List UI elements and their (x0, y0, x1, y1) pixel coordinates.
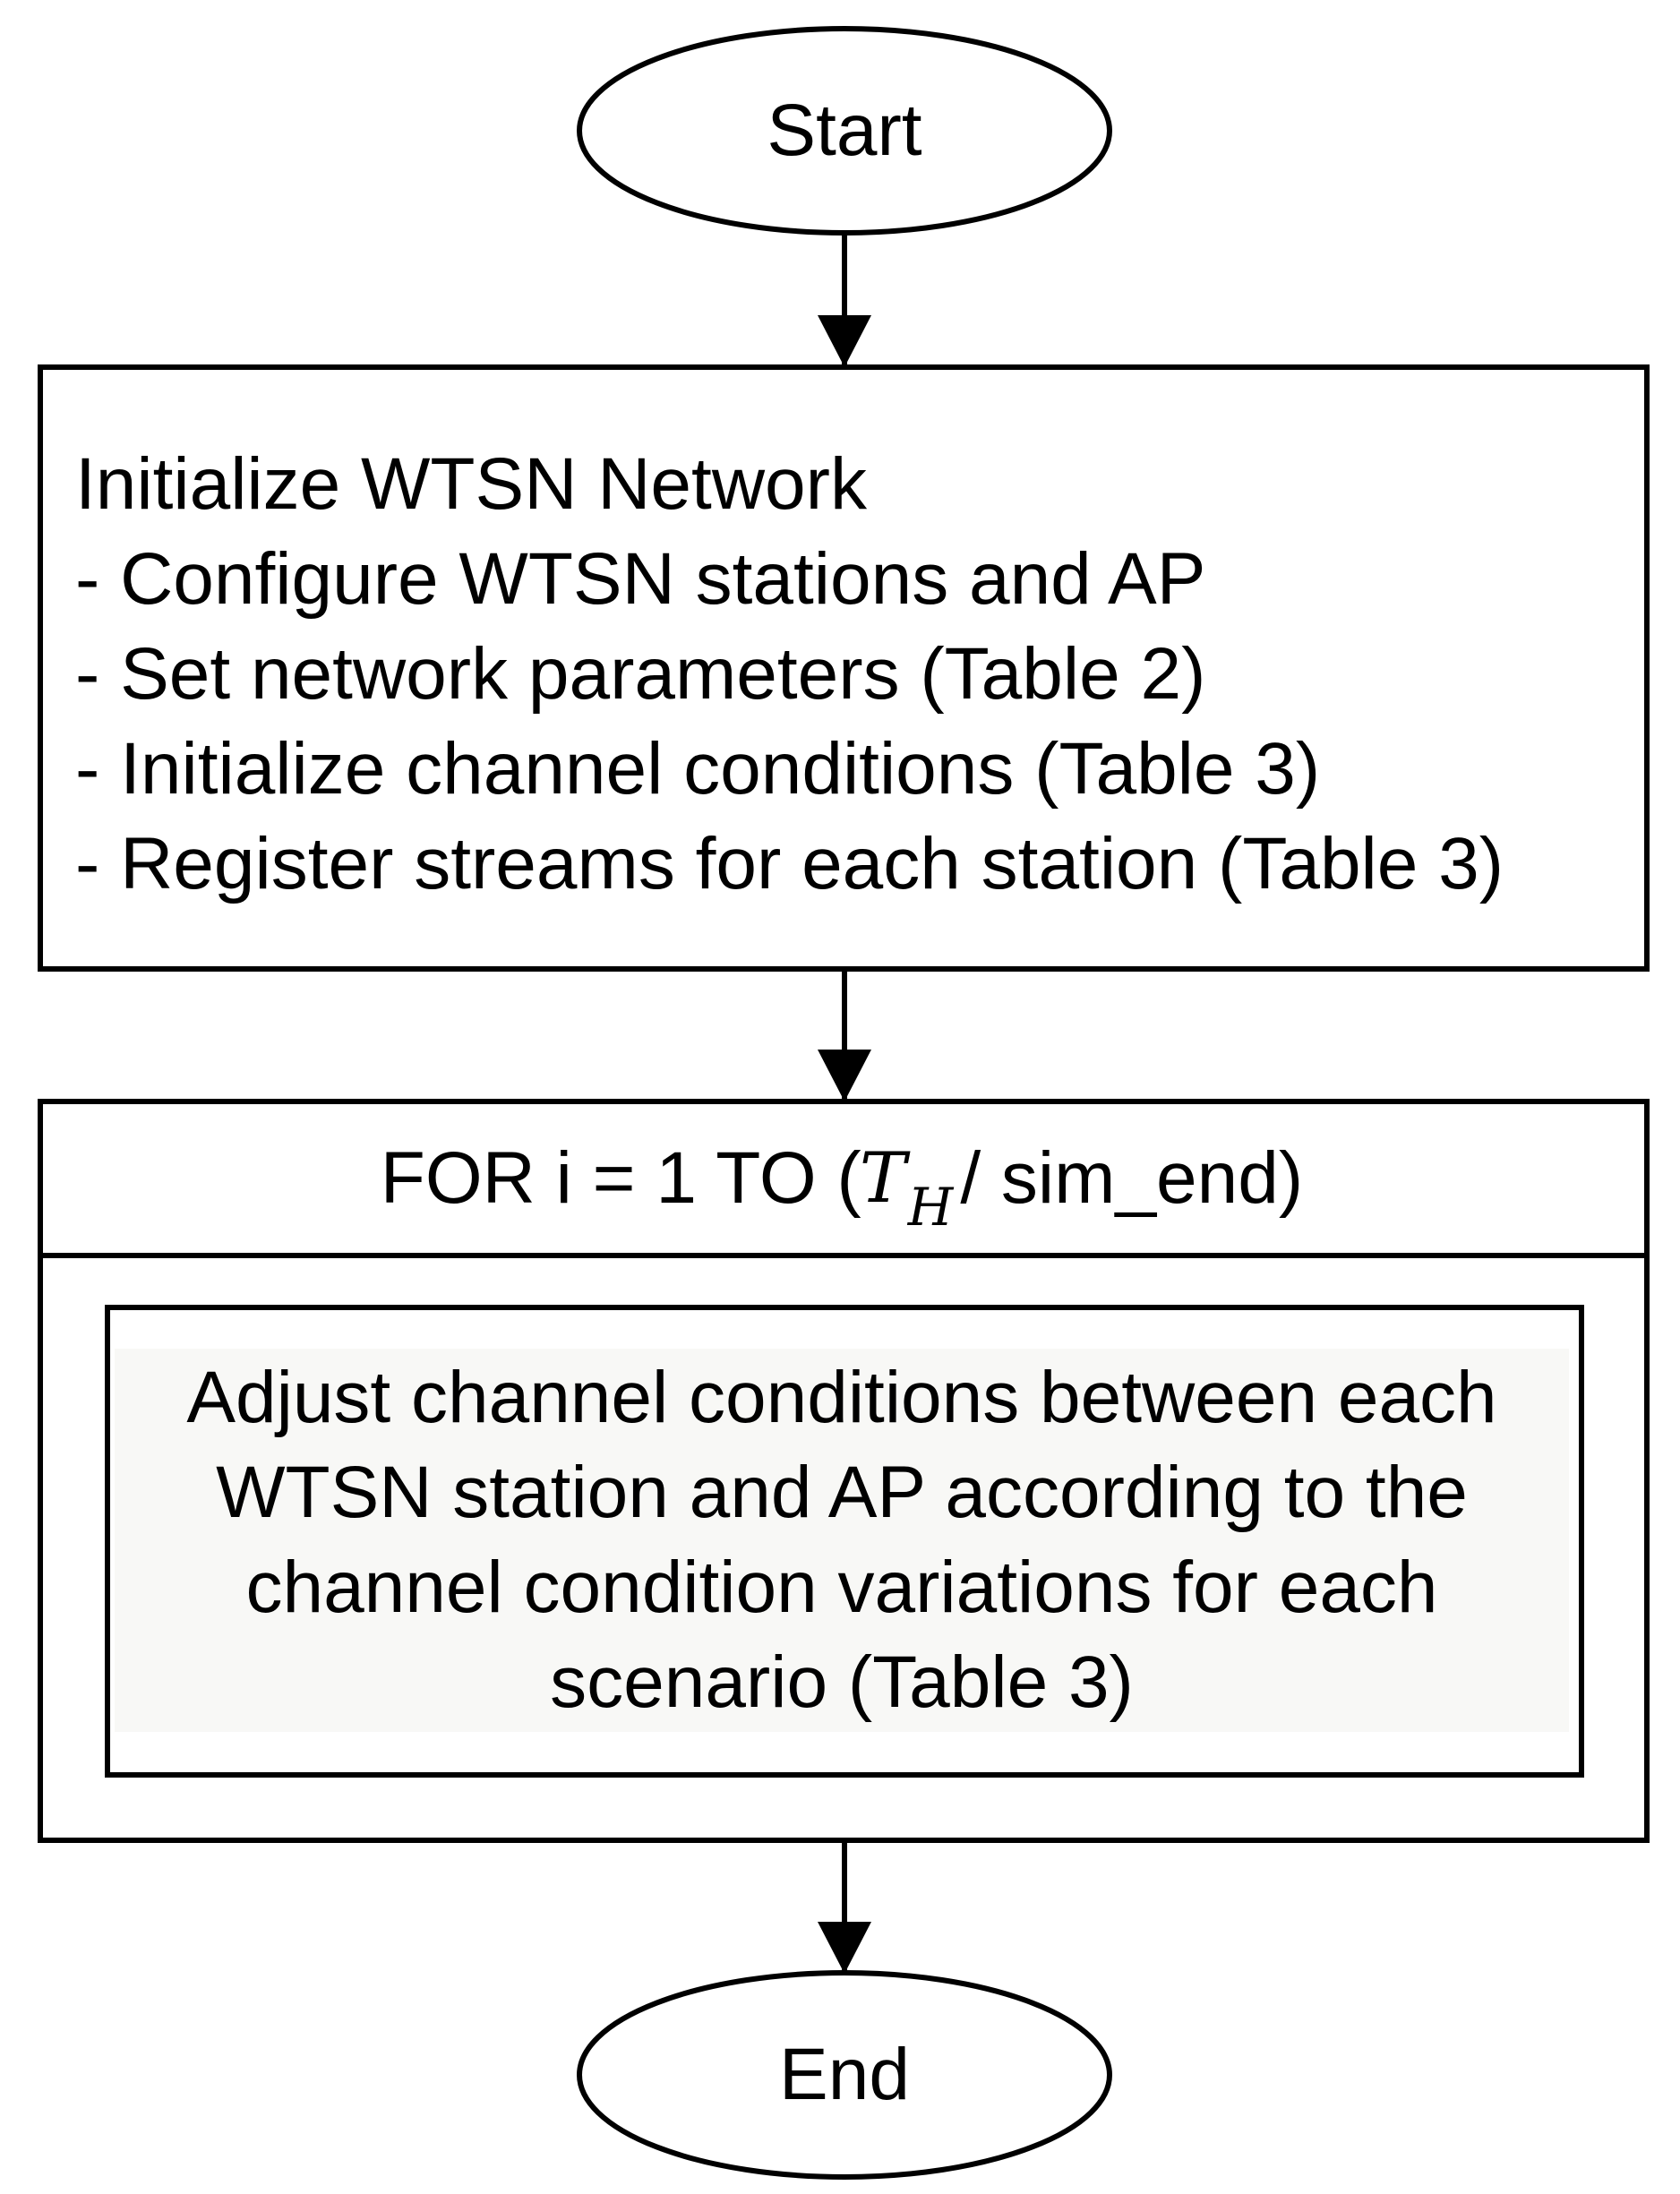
adjust-channel-text-container: Adjust channel conditions between each W… (116, 1343, 1567, 1737)
adjust-channel-text: Adjust channel conditions between each W… (116, 1350, 1567, 1730)
initialize-step-register-streams: - Register streams for each station (Tab… (75, 823, 1504, 904)
initialize-network-title: Initialize WTSN Network (75, 443, 867, 525)
loop-header-math-subscript: H (907, 1177, 954, 1238)
initialize-step-set-parameters: - Set network parameters (Table 2) (75, 633, 1206, 715)
start-terminal-label: Start (767, 90, 922, 171)
arrowhead-start-to-init (818, 315, 871, 367)
loop-header-math-base: T (859, 1138, 906, 1219)
arrowhead-loop-to-end (818, 1922, 871, 1974)
end-terminal-shape (577, 1970, 1112, 2180)
loop-header-prefix: FOR i = 1 TO ( (380, 1137, 861, 1219)
initialize-step-configure: - Configure WTSN stations and AP (75, 538, 1206, 620)
initialize-step-channel-conditions: - Initialize channel conditions (Table 3… (75, 728, 1321, 810)
loop-header-suffix: / sim_end) (960, 1137, 1304, 1219)
end-terminal-label: End (779, 2034, 910, 2115)
arrowhead-init-to-loop (818, 1050, 871, 1101)
initialize-network-box (38, 364, 1650, 972)
initialize-network-text: Initialize WTSN Network - Configure WTSN… (75, 437, 1651, 912)
